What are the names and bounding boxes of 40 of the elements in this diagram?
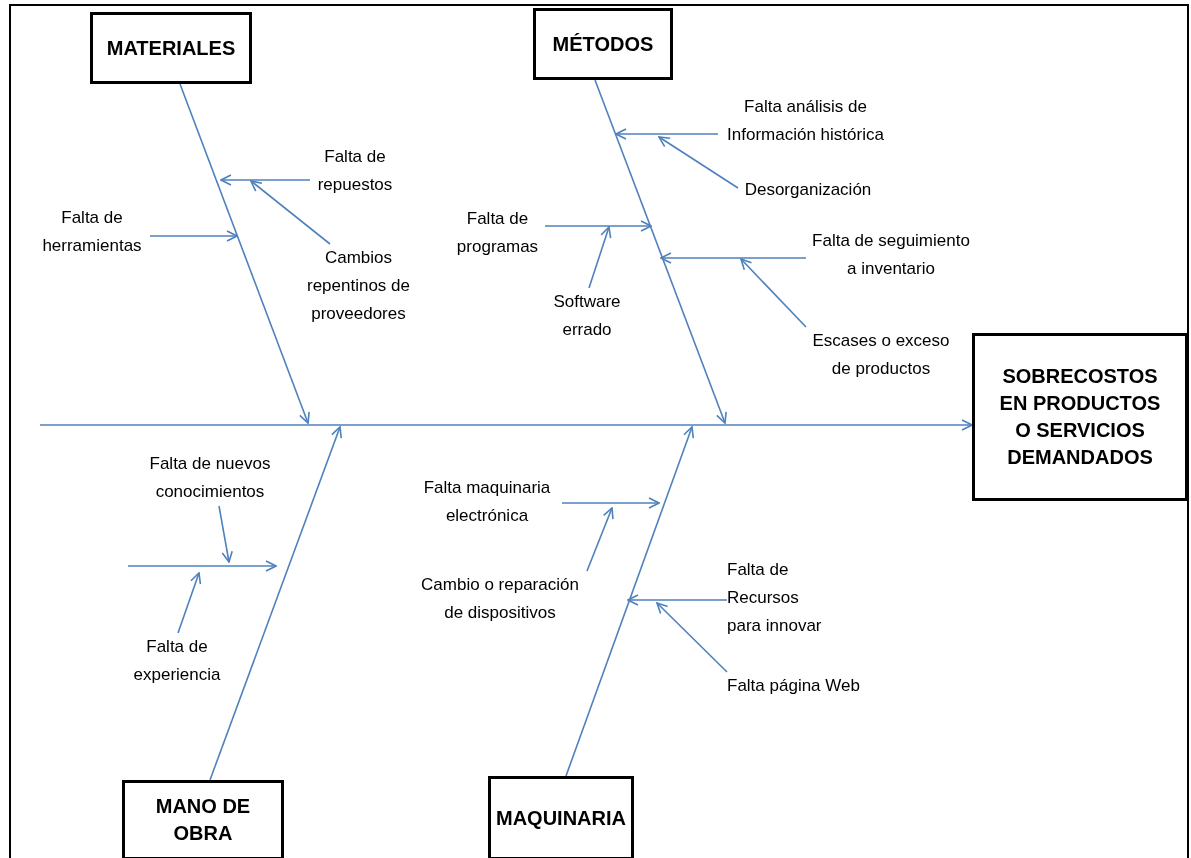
arrow: [209, 426, 343, 781]
cause-label: Falta de Recursos para innovar: [727, 556, 827, 640]
cause-label: Falta de nuevos conocimientos: [120, 450, 300, 506]
arrow: [220, 174, 311, 186]
arrow: [250, 180, 331, 245]
cause-label: Falta análisis de Información histórica: [718, 93, 893, 149]
cause-label: Falta de herramientas: [32, 204, 152, 260]
arrow: [594, 79, 727, 424]
arrow: [149, 230, 238, 242]
arrow: [615, 128, 719, 140]
cause-label: Software errado: [545, 288, 629, 344]
cause-label: Falta de programas: [450, 205, 545, 261]
category-box: MATERIALES: [90, 12, 252, 84]
arrow: [658, 136, 739, 189]
arrow: [544, 220, 652, 232]
cause-label: Cambios repentinos de proveedores: [296, 244, 421, 328]
arrow: [177, 572, 202, 634]
effect-box: SOBRECOSTOS EN PRODUCTOS O SERVICIOS DEMANDADOS: [972, 333, 1188, 501]
category-box: MÉTODOS: [533, 8, 673, 80]
category-box: MANO DE OBRA: [122, 780, 284, 858]
arrow: [565, 426, 695, 777]
arrow: [179, 83, 310, 424]
arrow: [586, 507, 614, 572]
cause-label: Falta de repuestos: [310, 143, 400, 199]
category-box: MAQUINARIA: [488, 776, 634, 858]
cause-label: Falta de seguimiento a inventario: [806, 227, 976, 283]
arrow: [39, 419, 973, 431]
cause-label: Falta de experiencia: [127, 633, 227, 689]
cause-label: Cambio o reparación de dispositivos: [413, 571, 587, 627]
cause-label: Falta maquinaria electrónica: [412, 474, 562, 530]
arrow: [740, 258, 807, 328]
cause-label: Escases o exceso de productos: [806, 327, 956, 383]
arrow: [656, 602, 728, 673]
cause-label: Desorganización: [738, 176, 878, 204]
arrow: [588, 226, 612, 289]
cause-label: Falta página Web: [727, 672, 877, 700]
arrow: [660, 252, 807, 264]
arrow: [627, 594, 728, 606]
arrow: [561, 497, 660, 509]
arrow: [218, 505, 233, 563]
